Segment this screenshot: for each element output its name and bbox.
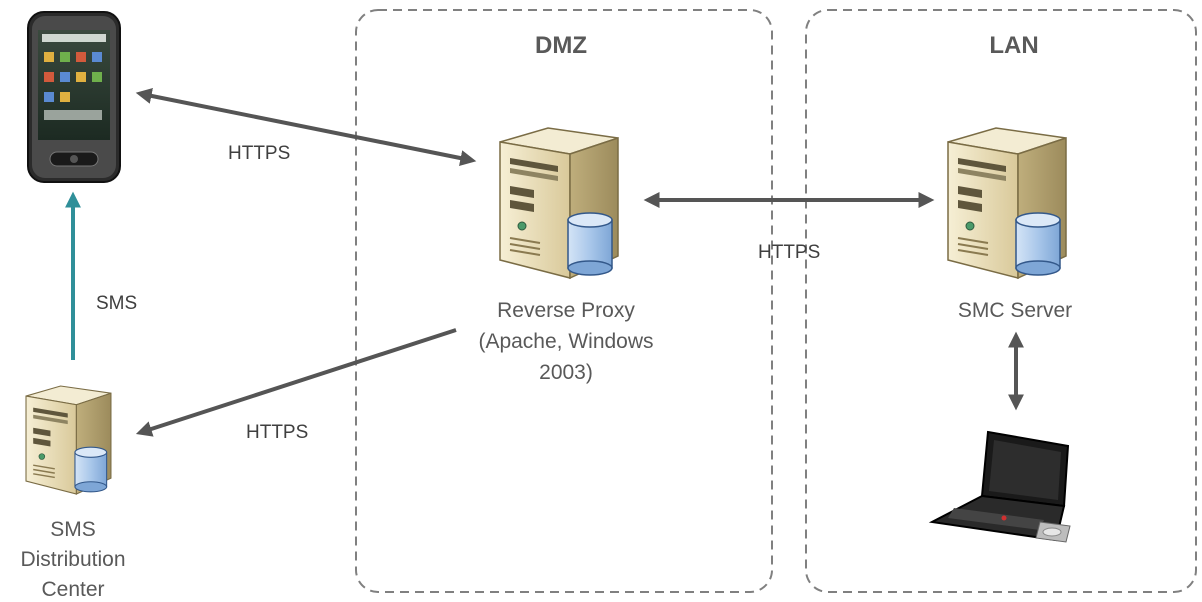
phone-proxy-arrow (135, 88, 477, 166)
sms-center-proxy-arrow (135, 328, 457, 437)
https-label-proxy-smc: HTTPS (758, 242, 820, 263)
reverse-proxy-label-3: 2003) (539, 361, 593, 384)
dmz-title: DMZ (535, 32, 587, 59)
sms-label: SMS (96, 293, 137, 314)
https-label-proxy-sms-center: HTTPS (246, 422, 308, 443)
smc-server-icon (947, 127, 1067, 279)
https-label-phone-proxy: HTTPS (228, 143, 290, 164)
sms-center-label-2: Distribution (20, 548, 125, 571)
reverse-proxy-label-1: Reverse Proxy (497, 299, 635, 322)
sms-distribution-center-server-icon (25, 385, 112, 495)
lan-title: LAN (989, 32, 1038, 59)
smartphone-icon (27, 11, 121, 183)
sms-center-label-1: SMS (50, 518, 96, 541)
smc-server-label: SMC Server (958, 299, 1072, 322)
reverse-proxy-server-icon (499, 127, 619, 279)
sms-center-label-3: Center (41, 578, 104, 601)
lan-zone (805, 9, 1197, 593)
dmz-zone (355, 9, 773, 593)
laptop-icon (928, 430, 1071, 543)
reverse-proxy-label-2: (Apache, Windows (478, 330, 653, 353)
